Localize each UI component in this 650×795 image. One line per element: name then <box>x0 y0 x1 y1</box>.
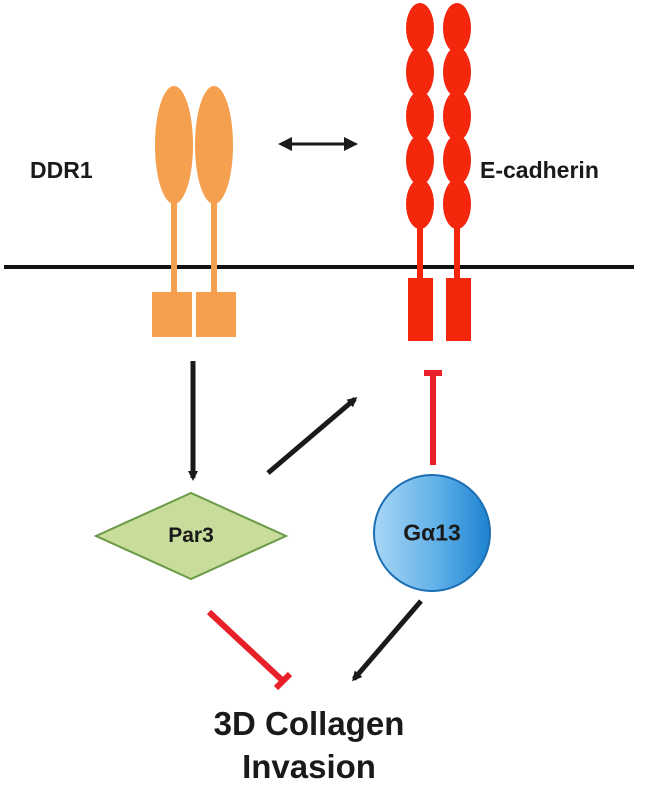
galpha13-inhibits-ecadherin <box>424 370 442 465</box>
galpha13-node <box>373 474 491 592</box>
interaction-double-arrow <box>278 137 358 151</box>
ddr1-stalk-left <box>171 200 177 293</box>
ddr1-kinase-right <box>196 292 236 337</box>
ddr1-ectodomain-right <box>195 86 233 204</box>
ecadherin-cyto-left <box>408 278 433 341</box>
par3-inhibits-invasion <box>206 609 293 691</box>
ddr1-stalk-right <box>211 200 217 293</box>
ecadherin-receptor <box>406 3 471 341</box>
ecadherin-stalk-right <box>454 225 460 281</box>
ecadherin-cyto-right <box>446 278 471 341</box>
par3-to-ecadherin-arrow <box>266 397 358 475</box>
galpha13-label: Gα13 <box>403 519 461 546</box>
outcome-label-line2: Invasion <box>242 748 376 785</box>
ddr1-kinase-left <box>152 292 192 337</box>
ecadherin-label: E-cadherin <box>480 157 599 183</box>
outcome-label-line1: 3D Collagen <box>213 705 405 742</box>
par3-label: Par3 <box>168 524 214 547</box>
galpha13-to-invasion-arrow <box>352 599 423 682</box>
ecadherin-stalk-left <box>417 225 423 281</box>
ddr1-ectodomain-left <box>155 86 193 204</box>
ddr1-label: DDR1 <box>30 157 93 183</box>
ddr1-receptor <box>152 86 236 337</box>
par3-node <box>93 491 289 581</box>
